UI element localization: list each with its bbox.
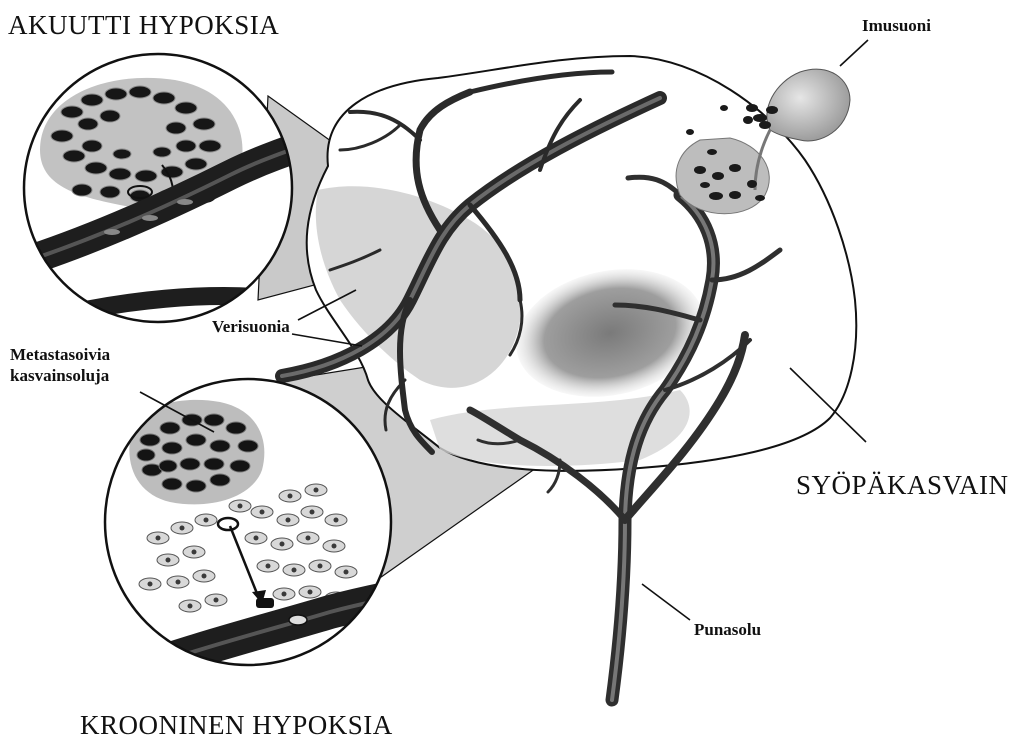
acute-hypoxia-title: AKUUTTI HYPOKSIA (8, 10, 279, 41)
blood-vessel-label: Verisuonia (212, 317, 290, 337)
red-blood-cell-label: Punasolu (694, 620, 761, 640)
metastasizing-label-line2: kasvainsoluja (10, 366, 109, 386)
tumor-title: SYÖPÄKASVAIN (796, 470, 1009, 501)
chronic-hypoxia-title: KROONINEN HYPOKSIA (80, 710, 393, 741)
lymph-vessel-label: Imusuoni (862, 16, 931, 36)
metastasizing-label-line1: Metastasoivia (10, 345, 110, 365)
